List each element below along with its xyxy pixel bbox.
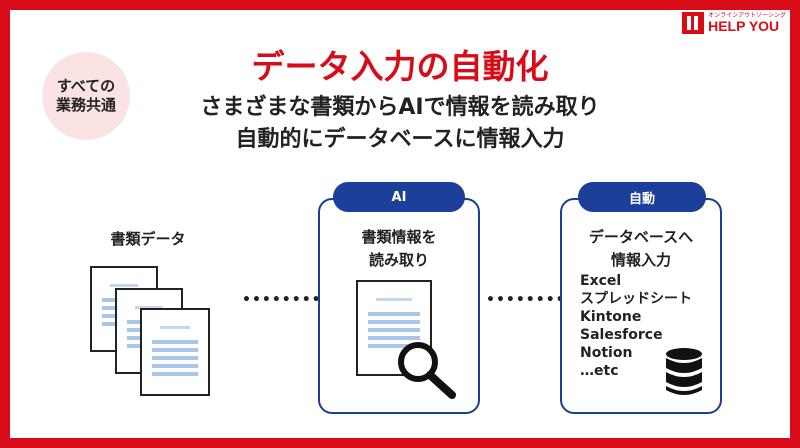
scope-badge-line1: すべての bbox=[56, 76, 116, 95]
document-icon bbox=[356, 280, 432, 376]
tool-list: Excel スプレッドシート Kintone Salesforce Notion… bbox=[580, 272, 692, 380]
ai-step-label: 書類情報を 読み取り bbox=[320, 226, 478, 271]
tool-item: Kintone bbox=[580, 309, 642, 325]
tool-item: Notion bbox=[580, 345, 633, 361]
database-icon bbox=[666, 348, 702, 395]
help-you-logo: オンラインアウトソーシング HELP YOU bbox=[682, 12, 786, 34]
auto-pill: 自動 bbox=[578, 182, 706, 212]
flow-connector: •••••••• bbox=[486, 292, 566, 308]
ai-step-line1: 書類情報を bbox=[361, 228, 437, 246]
ai-pill: AI bbox=[333, 182, 465, 212]
subtitle-line1: さまざまな書類からAIで情報を読み取り bbox=[200, 95, 600, 120]
flow-connector: •••••••• bbox=[242, 292, 322, 308]
auto-step-line2: 情報入力 bbox=[610, 250, 671, 269]
magnifier-icon bbox=[398, 342, 456, 399]
document-icon bbox=[140, 308, 210, 396]
tool-item: スプレッドシート bbox=[580, 291, 692, 307]
tool-item: Excel bbox=[580, 273, 622, 289]
tool-item: …etc bbox=[580, 363, 619, 379]
scope-badge-line2: 業務共通 bbox=[55, 96, 116, 114]
page-title: データ入力の自動化 bbox=[251, 47, 549, 86]
tool-item: Salesforce bbox=[580, 327, 663, 343]
ai-step-line2: 読み取り bbox=[368, 250, 429, 269]
auto-step-label: データベースへ 情報入力 bbox=[562, 226, 720, 271]
auto-step-line1: データベースへ bbox=[588, 228, 694, 246]
logo-subtitle: オンラインアウトソーシング bbox=[708, 12, 786, 19]
logo-name: HELP YOU bbox=[708, 18, 780, 34]
page-subtitle: さまざまな書類からAIで情報を読み取り 自動的にデータベースに情報入力 bbox=[0, 92, 800, 156]
documents-label: 書類データ bbox=[110, 230, 186, 248]
scope-badge: すべての 業務共通 bbox=[42, 52, 130, 140]
subtitle-line2: 自動的にデータベースに情報入力 bbox=[235, 126, 565, 152]
logo-mark-icon bbox=[682, 12, 705, 34]
